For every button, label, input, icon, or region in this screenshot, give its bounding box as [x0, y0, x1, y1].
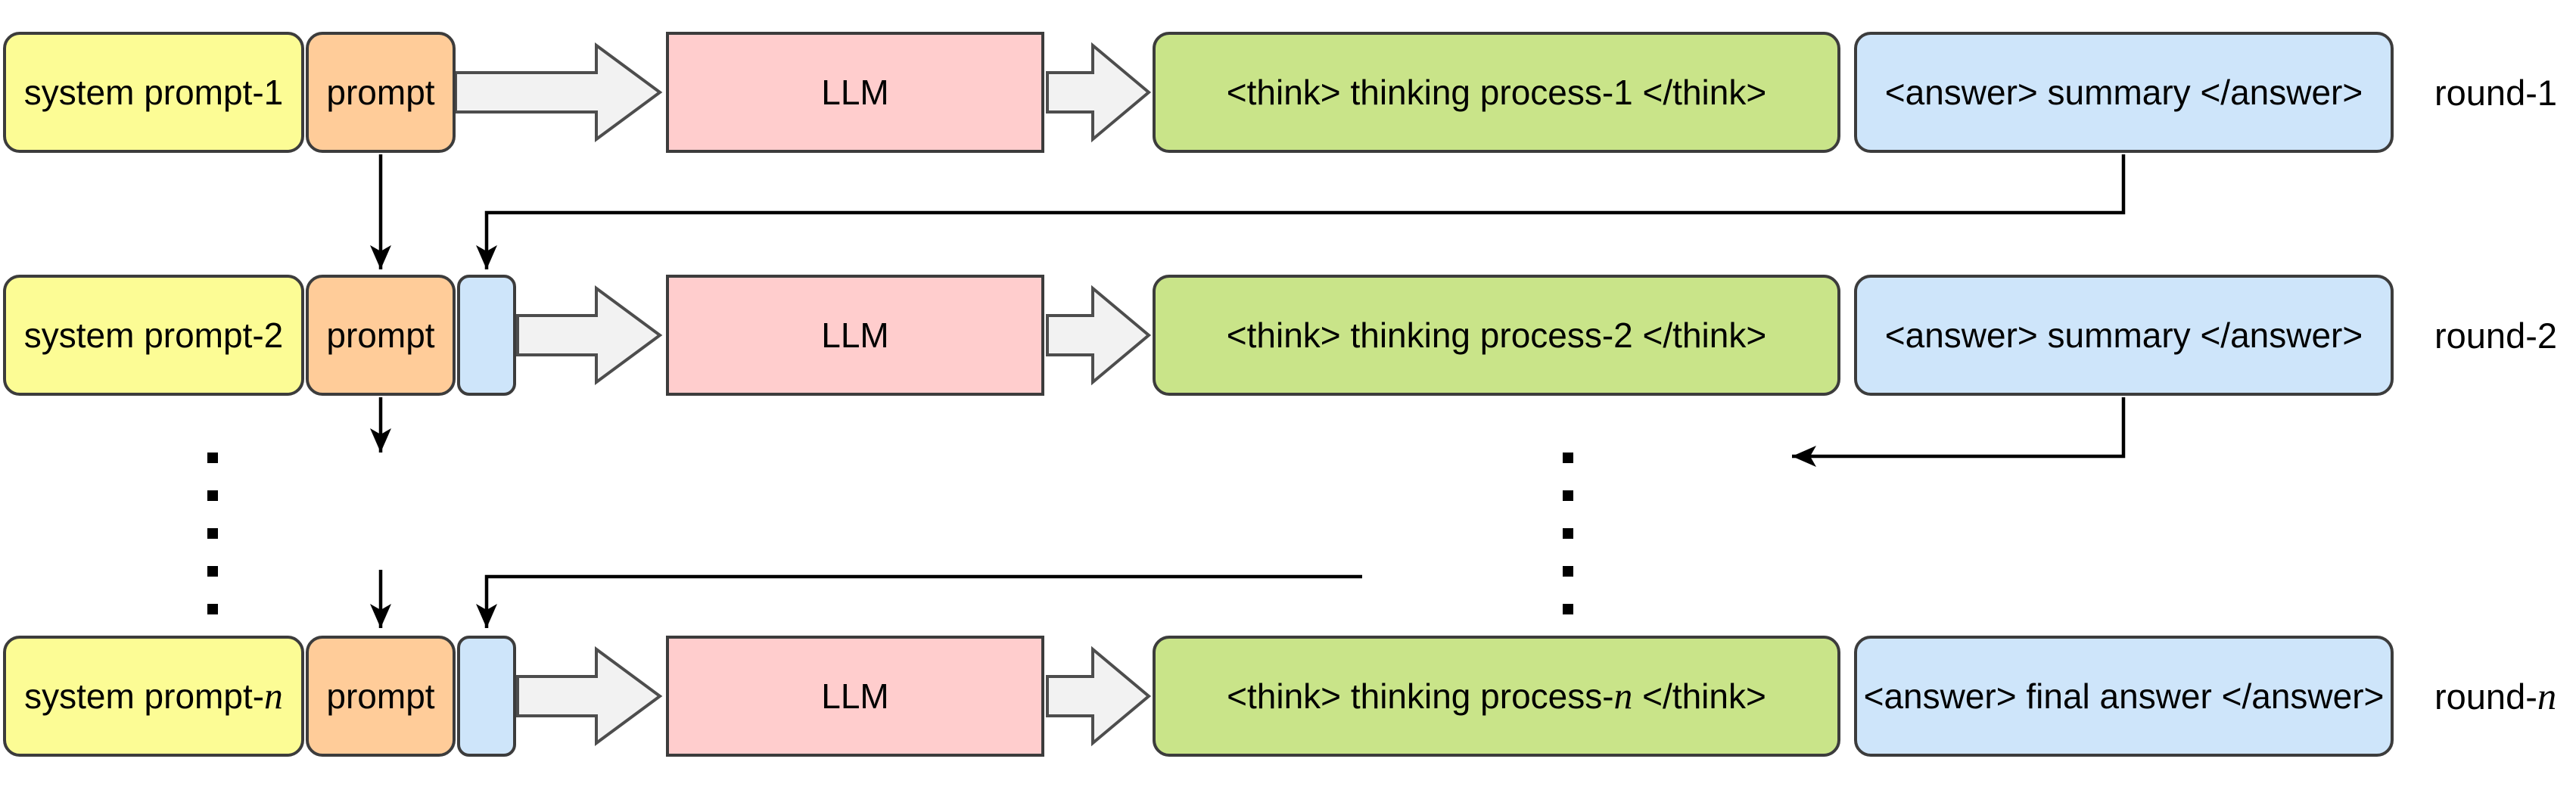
think-box-1: <think> thinking process-1 </think>	[1153, 32, 1840, 153]
ellipsis-dots-left	[207, 453, 218, 614]
answer-label-1: <answer> summary </answer>	[1885, 72, 2363, 113]
llm-box-1: LLM	[666, 32, 1044, 153]
ellipsis-dots-right	[1563, 453, 1573, 614]
label-text: system prompt-2	[23, 316, 284, 355]
arrow-answer1-to-context2	[476, 154, 2126, 269]
round-label-n: round-n	[2434, 636, 2574, 757]
think-label-1: <think> thinking process-1 </think>	[1227, 72, 1766, 113]
block-arrow-llm-to-output-1	[1046, 42, 1152, 143]
prompt-label-2: prompt	[326, 316, 435, 355]
arrow-prev-answer-to-context3	[476, 574, 1362, 628]
label-text: <think> thinking process-1 </think>	[1226, 73, 1767, 112]
arrow-answer2-to-ellipsis	[1792, 397, 2126, 467]
label-text: system prompt-	[24, 676, 265, 716]
system-prompt-label-1: system prompt-1	[24, 72, 284, 113]
system-prompt-box-1: system prompt-1	[3, 32, 304, 153]
label-text: round-	[2434, 676, 2537, 717]
llm-label-n: LLM	[821, 676, 889, 716]
llm-label-2: LLM	[821, 316, 889, 355]
label-text: </think>	[1632, 676, 1766, 716]
answer-box-1: <answer> summary </answer>	[1854, 32, 2394, 153]
block-arrow-llm-to-output-2	[1046, 285, 1152, 386]
block-arrow-prompt-to-llm-3	[516, 646, 663, 746]
label-text: round-2	[2434, 315, 2557, 356]
round-row-2: system prompt-2 prompt LLM <think> think…	[0, 275, 2576, 396]
prompt-box-1: prompt	[306, 32, 456, 153]
think-box-2: <think> thinking process-2 </think>	[1153, 275, 1840, 396]
round-row-n: system prompt-n prompt LLM <think> think…	[0, 636, 2576, 757]
prompt-label-1: prompt	[326, 73, 435, 112]
prompt-box-2: prompt	[306, 275, 456, 396]
prompt-box-n: prompt	[306, 636, 456, 757]
block-arrow-llm-to-output-3	[1046, 645, 1152, 747]
llm-box-2: LLM	[666, 275, 1044, 396]
context-summary-box-n	[457, 636, 516, 757]
label-text: <answer> summary </answer>	[1884, 316, 2363, 355]
think-label-n: <think> thinking process-n </think>	[1227, 676, 1766, 717]
answer-box-2: <answer> summary </answer>	[1854, 275, 2394, 396]
block-arrow-prompt-to-llm-1	[454, 42, 663, 142]
label-math: n	[1613, 675, 1633, 717]
label-text: <think> thinking process-	[1227, 676, 1614, 716]
label-text: system prompt-1	[23, 73, 284, 112]
system-prompt-label-n: system prompt-n	[24, 676, 283, 717]
label-text: <think> thinking process-2 </think>	[1226, 316, 1767, 355]
system-prompt-box-n: system prompt-n	[3, 636, 304, 757]
answer-label-n: <answer> final answer </answer>	[1864, 676, 2385, 717]
label-text: <answer> final answer </answer>	[1863, 676, 2385, 716]
think-label-2: <think> thinking process-2 </think>	[1227, 315, 1766, 356]
llm-box-n: LLM	[666, 636, 1044, 757]
context-summary-box-2	[457, 275, 516, 396]
round-label-1: round-1	[2434, 32, 2574, 153]
round-label-2: round-2	[2434, 275, 2574, 396]
think-box-n: <think> thinking process-n </think>	[1153, 636, 1840, 757]
answer-label-2: <answer> summary </answer>	[1885, 315, 2363, 356]
label-math: n	[264, 675, 283, 717]
label-text: <answer> summary </answer>	[1884, 73, 2363, 112]
llm-label-1: LLM	[821, 73, 889, 112]
system-prompt-box-2: system prompt-2	[3, 275, 304, 396]
label-text: round-1	[2434, 72, 2557, 113]
round-row-1: system prompt-1 prompt LLM <think> think…	[0, 32, 2576, 153]
label-math: n	[2537, 674, 2557, 717]
prompt-label-n: prompt	[326, 676, 435, 716]
answer-box-n: <answer> final answer </answer>	[1854, 636, 2394, 757]
system-prompt-label-2: system prompt-2	[24, 315, 284, 356]
block-arrow-prompt-to-llm-2	[516, 285, 663, 385]
